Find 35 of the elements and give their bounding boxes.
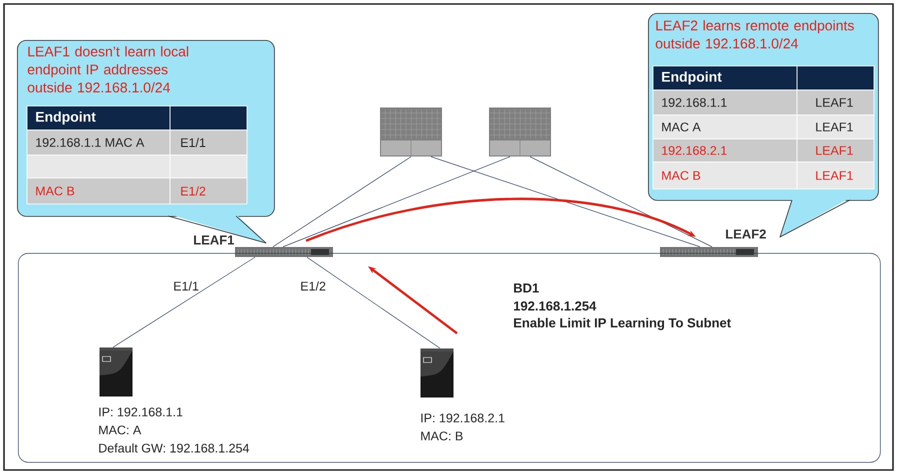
table-cell: LEAF1: [796, 162, 874, 190]
server-address-text: IP: 192.168.1.1: [99, 408, 182, 416]
table-cell: 192.168.1.1: [652, 90, 798, 116]
table-cell: MAC A: [652, 114, 798, 140]
link-line: [530, 156, 712, 248]
port-label: E1/2: [299, 280, 327, 292]
switch-label: LEAF1: [194, 236, 234, 244]
table-cell: 192.168.2.1: [652, 138, 798, 162]
leaf-switch-drawing: [660, 247, 758, 257]
port-label: E1/1: [172, 280, 200, 292]
table-header: Endpoint: [652, 66, 798, 90]
server-drawing: [420, 348, 454, 398]
link-line: [112, 256, 256, 348]
link-line: [282, 156, 510, 248]
leaf-switch-drawing: [235, 247, 333, 257]
table-header: Endpoint: [26, 106, 170, 130]
table-cell: 192.168.1.1 MAC A: [26, 130, 170, 156]
table-cell: MAC B: [26, 178, 170, 204]
server-address-text: MAC: A: [99, 426, 142, 434]
spine-switch-drawing: [380, 108, 442, 156]
server-address-text: IP: 192.168.2.1: [421, 414, 504, 422]
table-cell: E1/2: [170, 178, 248, 204]
link-line: [272, 156, 412, 248]
switch-label: LEAF2: [726, 229, 766, 239]
table-cell: LEAF1: [796, 138, 874, 162]
link-line: [430, 156, 700, 248]
server-address-text: MAC: B: [421, 432, 463, 440]
server-drawing: [100, 348, 133, 396]
table-cell: E1/1: [170, 130, 248, 156]
spine-switch-drawing: [489, 108, 551, 156]
server-address-text: Default GW: 192.168.1.254: [99, 443, 250, 453]
link-line: [306, 256, 440, 349]
table-cell: MAC B: [652, 162, 798, 190]
table-cell: LEAF1: [796, 90, 874, 116]
table-cell: LEAF1: [796, 114, 874, 140]
